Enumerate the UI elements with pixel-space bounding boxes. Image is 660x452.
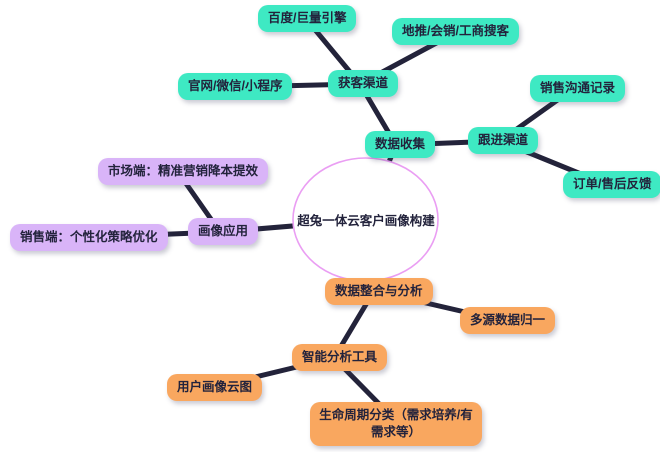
- node-user-profile-cloud-map[interactable]: 用户画像云图: [167, 374, 263, 401]
- node-acquisition-channel[interactable]: 获客渠道: [328, 70, 399, 97]
- node-market-side-marketing[interactable]: 市场端：精准营销降本提效: [98, 158, 269, 185]
- node-followup-channel[interactable]: 跟进渠道: [468, 127, 539, 154]
- node-sales-communication-records[interactable]: 销售沟通记录: [530, 75, 626, 102]
- node-order-aftersales-feedback[interactable]: 订单/售后反馈: [563, 171, 660, 198]
- node-multi-source-unification[interactable]: 多源数据归一: [460, 307, 556, 334]
- root-node[interactable]: 超兔一体云客户画像构建: [297, 214, 435, 228]
- node-sales-side-strategy[interactable]: 销售端：个性化策略优化: [10, 224, 168, 251]
- node-data-integration-analysis[interactable]: 数据整合与分析: [325, 278, 433, 305]
- node-website-wechat-miniapp[interactable]: 官网/微信/小程序: [178, 73, 293, 100]
- node-offline-promo-search[interactable]: 地推/会销/工商搜客: [392, 18, 519, 45]
- node-profile-application[interactable]: 画像应用: [188, 218, 259, 245]
- node-data-collection[interactable]: 数据收集: [365, 131, 436, 158]
- node-lifecycle-classification[interactable]: 生命周期分类（需求培养/有需求等）: [310, 402, 482, 446]
- node-baidu-juliang-engine[interactable]: 百度/巨量引擎: [258, 5, 357, 32]
- node-smart-analysis-tools[interactable]: 智能分析工具: [292, 344, 388, 371]
